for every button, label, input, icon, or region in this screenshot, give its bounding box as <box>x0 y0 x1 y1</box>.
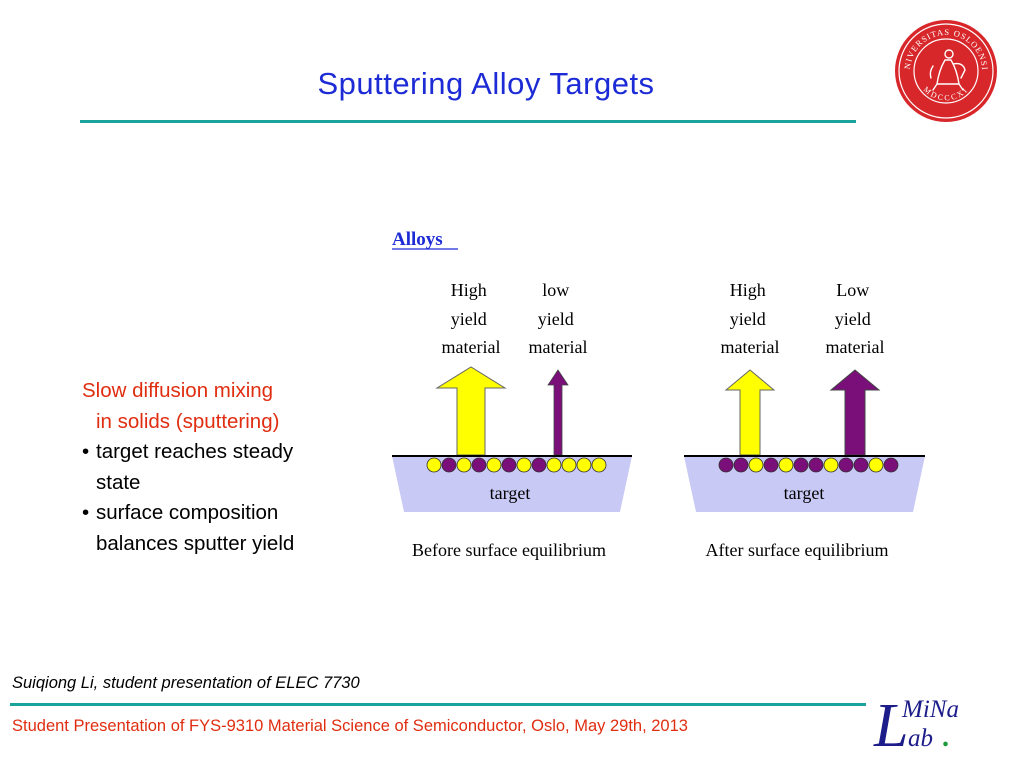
bullet-item-line: surface composition <box>96 501 279 524</box>
svg-text:High yield materia: High yield material <box>721 280 780 357</box>
atom-low-yield <box>718 457 734 473</box>
bullet-item: • surface composition balances sputter y… <box>82 498 362 559</box>
high-yield-arrow <box>435 366 507 456</box>
alloy-sputtering-figure: Alloys High yield material low yield mat… <box>392 229 925 560</box>
before-caption: Before surface equilibrium <box>412 540 606 560</box>
bullet-item: • target reaches steady state <box>82 437 362 498</box>
atom-low-yield <box>853 457 869 473</box>
high-yield-label: material <box>442 337 501 357</box>
low-yield-label: material <box>529 337 588 357</box>
atom-high-yield <box>748 457 764 473</box>
high-yield-label: High <box>451 280 487 300</box>
university-seal-icon: UNIVERSITAS OSLOENSIS MDCCCXI <box>893 18 997 122</box>
logo-bottom-text: ab <box>908 725 933 752</box>
atom-high-yield <box>868 457 884 473</box>
atom-low-yield <box>733 457 749 473</box>
high-yield-label: yield <box>730 309 766 329</box>
footer-divider <box>10 703 866 706</box>
atom-high-yield <box>516 457 532 473</box>
svg-text:High yield materia: High yield material <box>442 280 501 357</box>
atom-low-yield <box>838 457 854 473</box>
low-yield-label: low <box>542 280 569 300</box>
bullet-item-line: state <box>96 470 141 494</box>
title-divider <box>80 120 856 123</box>
surface-atoms-before <box>426 457 607 473</box>
atom-low-yield <box>883 457 899 473</box>
target-label: target <box>490 483 531 503</box>
high-yield-arrow <box>724 369 776 456</box>
logo-big-letter: L <box>873 692 908 752</box>
logo-dot: . <box>942 722 949 752</box>
atom-high-yield <box>778 457 794 473</box>
figure-heading: Alloys <box>392 229 443 250</box>
atom-high-yield <box>591 457 607 473</box>
surface-atoms-after <box>718 457 899 473</box>
bullet-item-line: target reaches steady <box>96 440 294 463</box>
high-yield-label: material <box>721 337 780 357</box>
panel-after: High yield material Low yield material <box>684 280 925 560</box>
bullet-item-line: balances sputter yield <box>96 531 295 555</box>
high-yield-label: yield <box>451 309 487 329</box>
svg-text:Low yield material: Low yield material <box>826 280 885 357</box>
atom-high-yield <box>546 457 562 473</box>
panel-before: High yield material low yield material <box>392 280 632 560</box>
atom-low-yield <box>793 457 809 473</box>
bullet-marker: • <box>82 501 90 524</box>
low-yield-label: yield <box>835 309 871 329</box>
atom-low-yield <box>501 457 517 473</box>
atom-high-yield <box>823 457 839 473</box>
footer-text: Student Presentation of FYS-9310 Materia… <box>12 717 688 735</box>
mina-lab-logo: L MiNa ab . <box>873 692 959 752</box>
atom-low-yield <box>808 457 824 473</box>
slide-title: Sputtering Alloy Targets <box>317 66 655 101</box>
atom-low-yield <box>763 457 779 473</box>
svg-text:low yield material: low yield material <box>529 280 588 357</box>
atom-low-yield <box>441 457 457 473</box>
target-label: target <box>784 483 825 503</box>
atom-low-yield <box>471 457 487 473</box>
logo-top-text: MiNa <box>901 696 959 723</box>
source-credit: Suiqiong Li, student presentation of ELE… <box>12 674 360 692</box>
atom-high-yield <box>486 457 502 473</box>
low-yield-label: Low <box>836 280 869 300</box>
atom-high-yield <box>456 457 472 473</box>
atom-high-yield <box>561 457 577 473</box>
low-yield-arrow <box>829 369 881 456</box>
bullet-text-block: Slow diffusion mixing in solids (sputter… <box>82 376 362 559</box>
atom-high-yield <box>426 457 442 473</box>
low-yield-arrow <box>547 369 569 456</box>
low-yield-label: yield <box>538 309 574 329</box>
lead-line-1: Slow diffusion mixing <box>82 379 274 402</box>
bullet-marker: • <box>82 440 90 463</box>
high-yield-label: High <box>730 280 766 300</box>
atom-low-yield <box>531 457 547 473</box>
low-yield-label: material <box>826 337 885 357</box>
after-caption: After surface equilibrium <box>706 540 889 560</box>
atom-high-yield <box>576 457 592 473</box>
lead-line-2: in solids (sputtering) <box>96 409 280 433</box>
